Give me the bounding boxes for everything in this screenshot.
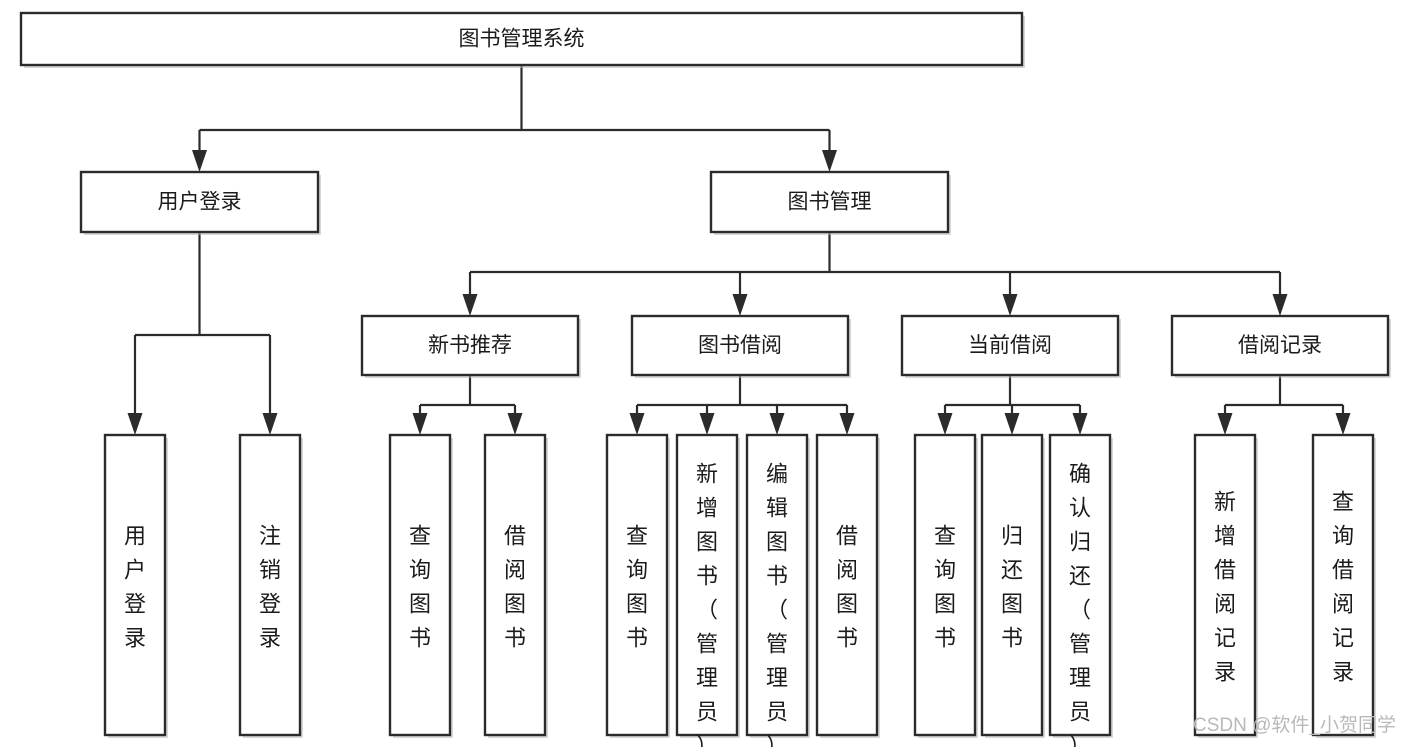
node-leaf-edit-book[interactable]: 编辑图书（管理员） xyxy=(745,433,810,747)
node-label: 借阅图书 xyxy=(504,524,526,651)
node-leaf-query-book-3[interactable]: 查询图书 xyxy=(913,433,978,738)
node-label: 新增借阅记录 xyxy=(1214,490,1236,685)
node-label: 查询图书 xyxy=(409,524,431,651)
node-label: 归还图书 xyxy=(1001,524,1023,651)
node-label: 图书管理系统 xyxy=(459,28,585,51)
edges-layer xyxy=(127,65,1351,435)
edge-group-borrow-record xyxy=(1217,375,1351,435)
node-label: 查询图书 xyxy=(626,524,648,651)
node-book-borrow[interactable]: 图书借阅 xyxy=(630,314,851,378)
node-root[interactable]: 图书管理系统 xyxy=(19,11,1025,68)
edge-group-new-book-recommend xyxy=(412,375,523,435)
node-label: 用户登录 xyxy=(158,191,242,214)
node-box[interactable] xyxy=(913,433,977,737)
node-box[interactable] xyxy=(103,433,167,737)
node-label: 编辑图书（管理员） xyxy=(766,462,788,747)
node-leaf-add-book[interactable]: 新增图书（管理员） xyxy=(675,433,740,747)
node-box[interactable] xyxy=(605,433,669,737)
node-label: 新增图书（管理员） xyxy=(696,462,718,747)
node-user-login[interactable]: 用户登录 xyxy=(79,170,321,235)
edge-group-user-login xyxy=(127,232,278,435)
node-leaf-return-book[interactable]: 归还图书 xyxy=(980,433,1045,738)
node-leaf-user-login[interactable]: 用户登录 xyxy=(103,433,168,738)
node-box[interactable] xyxy=(980,433,1044,737)
edge-group-book-manage xyxy=(462,232,1288,316)
node-leaf-query-book-2[interactable]: 查询图书 xyxy=(605,433,670,738)
node-label: 查询图书 xyxy=(934,524,956,651)
node-leaf-borrow-book-1[interactable]: 借阅图书 xyxy=(483,433,548,738)
node-label: 确认归还（管理员） xyxy=(1069,462,1091,747)
node-box[interactable] xyxy=(900,314,1120,377)
node-leaf-borrow-book-2[interactable]: 借阅图书 xyxy=(815,433,880,738)
node-box[interactable] xyxy=(238,433,302,737)
node-leaf-query-record[interactable]: 查询借阅记录 xyxy=(1311,433,1376,738)
node-label: 用户登录 xyxy=(124,524,146,651)
nodes-layer: 图书管理系统用户登录图书管理新书推荐图书借阅当前借阅借阅记录用户登录注销登录查询… xyxy=(19,11,1391,747)
node-new-book-recommend[interactable]: 新书推荐 xyxy=(360,314,581,378)
node-leaf-user-logout[interactable]: 注销登录 xyxy=(238,433,303,738)
node-label: 注销登录 xyxy=(259,524,281,651)
node-label: 图书管理 xyxy=(788,191,872,214)
node-leaf-add-record[interactable]: 新增借阅记录 xyxy=(1193,433,1258,738)
node-label: 查询借阅记录 xyxy=(1332,490,1354,685)
node-label: 图书借阅 xyxy=(698,334,782,357)
node-box[interactable] xyxy=(1048,433,1112,737)
node-box[interactable] xyxy=(815,433,879,737)
node-box[interactable] xyxy=(709,170,950,234)
node-box[interactable] xyxy=(19,11,1024,67)
node-box[interactable] xyxy=(745,433,809,737)
node-book-manage[interactable]: 图书管理 xyxy=(709,170,951,235)
node-box[interactable] xyxy=(360,314,580,377)
node-borrow-record[interactable]: 借阅记录 xyxy=(1170,314,1391,378)
node-current-borrow[interactable]: 当前借阅 xyxy=(900,314,1121,378)
edge-group-current-borrow xyxy=(937,375,1088,435)
node-label: 新书推荐 xyxy=(428,334,512,357)
node-box[interactable] xyxy=(1170,314,1390,377)
node-label: 借阅记录 xyxy=(1238,334,1322,357)
node-box[interactable] xyxy=(388,433,452,737)
edge-group-root xyxy=(192,65,837,172)
node-label: 借阅图书 xyxy=(836,524,858,651)
watermark-label: CSDN @软件_小贺同学 xyxy=(1193,714,1396,736)
node-box[interactable] xyxy=(675,433,739,737)
node-box[interactable] xyxy=(79,170,320,234)
node-box[interactable] xyxy=(1193,433,1257,737)
node-label: 当前借阅 xyxy=(968,334,1052,357)
node-box[interactable] xyxy=(1311,433,1375,737)
node-leaf-confirm-return[interactable]: 确认归还（管理员） xyxy=(1048,433,1113,747)
node-box[interactable] xyxy=(630,314,850,377)
node-box[interactable] xyxy=(483,433,547,737)
node-leaf-query-book-1[interactable]: 查询图书 xyxy=(388,433,453,738)
edge-group-book-borrow xyxy=(629,375,855,435)
